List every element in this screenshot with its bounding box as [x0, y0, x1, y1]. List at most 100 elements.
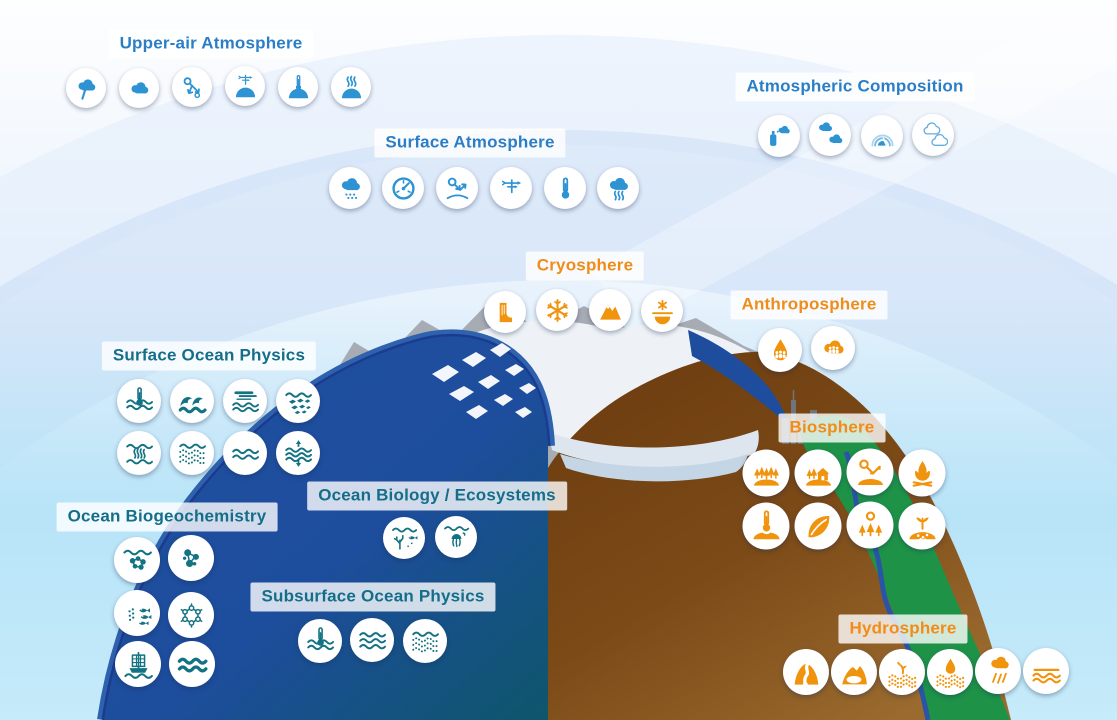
- ocean-biology-ecosystems-label: Ocean Biology / Ecosystems: [307, 481, 567, 511]
- subsurface-salinity-icon[interactable]: [403, 619, 447, 663]
- permafrost-icon[interactable]: [641, 290, 683, 332]
- transient-tracers-icon[interactable]: [115, 641, 161, 687]
- marine-habitats-icon[interactable]: [383, 517, 425, 559]
- soil-carbon-glyph: [905, 509, 939, 543]
- subsurface-salinity-glyph: [410, 626, 441, 657]
- hydrosphere-label: Hydrosphere: [838, 614, 968, 644]
- oxygen-glyph: [176, 648, 209, 681]
- subsurface-currents-glyph: [357, 625, 388, 656]
- nutrients-glyph: [175, 599, 208, 632]
- upper-air-wind-icon[interactable]: [225, 66, 265, 106]
- ocean-biogeochemistry-label: Ocean Biogeochemistry: [56, 502, 278, 532]
- anthropogenic-ghg-fluxes-glyph: [818, 333, 849, 364]
- land-cover-icon[interactable]: [794, 449, 842, 497]
- leaf-area-index-icon[interactable]: [794, 502, 842, 550]
- plankton-icon[interactable]: [435, 516, 477, 558]
- lightning-glyph: [73, 75, 100, 102]
- permafrost-glyph: [648, 297, 677, 326]
- snow-icon[interactable]: [536, 289, 578, 331]
- precipitation-icon[interactable]: [329, 167, 371, 209]
- ocean-surface-heat-flux-icon[interactable]: [276, 431, 320, 475]
- fire-icon[interactable]: [898, 449, 946, 497]
- nutrients-icon[interactable]: [168, 592, 214, 638]
- fapar-icon[interactable]: [846, 501, 894, 549]
- ice-sheets-and-ice-shelves-icon[interactable]: [484, 291, 526, 333]
- ozone-icon[interactable]: [861, 115, 903, 157]
- surface-pressure-glyph: [389, 174, 418, 203]
- nitrous-oxide-icon[interactable]: [168, 535, 214, 581]
- ocean-surface-stress-icon[interactable]: [170, 431, 214, 475]
- evaporation-from-land-icon[interactable]: [975, 648, 1021, 694]
- above-ground-biomass-icon[interactable]: [742, 449, 790, 497]
- surface-wind-icon[interactable]: [490, 167, 532, 209]
- terrestrial-water-storage-icon[interactable]: [1023, 648, 1069, 694]
- sea-ice-icon[interactable]: [276, 379, 320, 423]
- evaporation-from-land-glyph: [982, 655, 1015, 688]
- ozone-glyph: [868, 122, 897, 151]
- anthropogenic-water-use-glyph: [765, 335, 796, 366]
- fire-glyph: [905, 456, 939, 490]
- sea-surface-salinity-glyph: [124, 438, 155, 469]
- upper-air-wind-glyph: [232, 73, 259, 100]
- inorganic-carbon-glyph: [121, 544, 154, 577]
- greenhouse-gases-icon[interactable]: [912, 114, 954, 156]
- clouds-glyph: [126, 75, 153, 102]
- surface-wind-glyph: [497, 174, 526, 203]
- sea-ice-glyph: [283, 386, 314, 417]
- nitrous-oxide-glyph: [175, 542, 208, 575]
- ice-layers: [548, 430, 759, 482]
- precursors-glyph: [816, 121, 845, 150]
- snow-glyph: [543, 296, 572, 325]
- surface-temperature-icon[interactable]: [544, 167, 586, 209]
- oxygen-icon[interactable]: [169, 641, 215, 687]
- greenhouse-gases-glyph: [919, 121, 948, 150]
- land-surface-temperature-glyph: [749, 509, 783, 543]
- clouds-icon[interactable]: [119, 68, 159, 108]
- lightning-icon[interactable]: [66, 68, 106, 108]
- subsurface-temperature-icon[interactable]: [298, 619, 342, 663]
- river-discharge-icon[interactable]: [783, 649, 829, 695]
- surface-radiation-budget-icon[interactable]: [436, 167, 478, 209]
- ocean-surface-heat-flux-glyph: [283, 438, 314, 469]
- precursors-icon[interactable]: [809, 114, 851, 156]
- lakes-glyph: [838, 656, 871, 689]
- surface-atmosphere-label: Surface Atmosphere: [374, 128, 566, 158]
- land-surface-temperature-icon[interactable]: [742, 502, 790, 550]
- upper-air-water-vapour-icon[interactable]: [331, 67, 371, 107]
- albedo-icon[interactable]: [846, 448, 894, 496]
- lakes-icon[interactable]: [831, 649, 877, 695]
- cryosphere-label: Cryosphere: [525, 251, 645, 281]
- earth-radiation-budget-glyph: [179, 74, 206, 101]
- subsurface-temperature-glyph: [305, 626, 336, 657]
- sea-surface-salinity-icon[interactable]: [117, 431, 161, 475]
- subsurface-currents-icon[interactable]: [350, 618, 394, 662]
- upper-air-temperature-icon[interactable]: [278, 67, 318, 107]
- upper-air-temperature-glyph: [285, 74, 312, 101]
- sea-surface-temperature-icon[interactable]: [117, 379, 161, 423]
- aerosols-icon[interactable]: [758, 115, 800, 157]
- ocean-colour-icon[interactable]: [114, 590, 160, 636]
- inorganic-carbon-icon[interactable]: [114, 537, 160, 583]
- marine-habitats-glyph: [390, 524, 419, 553]
- upper-air-water-vapour-glyph: [338, 74, 365, 101]
- sea-state-icon[interactable]: [170, 379, 214, 423]
- surface-ocean-physics-label: Surface Ocean Physics: [101, 341, 317, 371]
- surface-water-vapour-icon[interactable]: [597, 167, 639, 209]
- surface-water-vapour-glyph: [604, 174, 633, 203]
- soil-carbon-icon[interactable]: [898, 502, 946, 550]
- sea-state-glyph: [177, 386, 208, 417]
- glaciers-icon[interactable]: [589, 289, 631, 331]
- anthropogenic-ghg-fluxes-icon[interactable]: [811, 326, 855, 370]
- sea-surface-temperature-glyph: [124, 386, 155, 417]
- terrestrial-water-storage-glyph: [1030, 655, 1063, 688]
- surface-currents-glyph: [230, 386, 261, 417]
- soil-moisture-icon[interactable]: [879, 649, 925, 695]
- surface-pressure-icon[interactable]: [382, 167, 424, 209]
- sea-level-icon[interactable]: [223, 431, 267, 475]
- surface-currents-icon[interactable]: [223, 379, 267, 423]
- earth-radiation-budget-icon[interactable]: [172, 67, 212, 107]
- groundwater-icon[interactable]: [927, 649, 973, 695]
- anthropogenic-water-use-icon[interactable]: [758, 328, 802, 372]
